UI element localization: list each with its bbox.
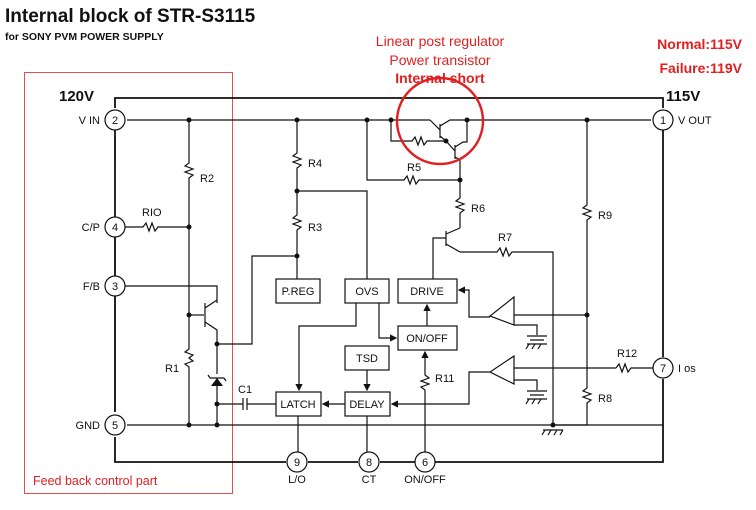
block-drive: DRIVE [397,278,458,304]
junction-dot [186,422,192,428]
resistor-r12: R12 [615,348,653,374]
normal-voltage-status: Normal:115V [657,36,742,52]
pin-5-label: GND [76,420,101,432]
pin-4-label: C/P [82,222,100,234]
feedback-transistor [125,285,218,344]
junction-dot [214,422,220,428]
svg-text:8: 8 [366,457,372,469]
annotation-line-1: Linear post regulator [375,33,505,49]
driver-transistor [432,227,461,279]
resistor-r9: R9 [581,120,612,315]
pin-6-label: ON/OFF [404,474,446,486]
pin-3: 3 F/B [83,275,126,297]
svg-text:DRIVE: DRIVE [410,286,444,298]
svg-text:1: 1 [660,115,666,127]
svg-text:R9: R9 [598,210,612,222]
svg-text:2: 2 [112,115,118,127]
package-outline-top [114,97,664,108]
svg-text:5: 5 [112,420,118,432]
pin-2-label: V IN [79,115,100,127]
overcurrent-amplifier: R12 [390,348,653,408]
feedback-region-label: Feed back control part [33,474,158,488]
svg-text:R4: R4 [308,158,322,170]
svg-text:7: 7 [660,363,666,375]
svg-text:RIO: RIO [142,207,162,219]
resistor-r1 [183,227,195,425]
annotation-line-2: Power transistor [389,52,491,68]
resistor-r8: R8 [553,315,612,426]
svg-text:P.REG: P.REG [282,286,315,298]
zener-diode [207,344,227,425]
svg-text:R11: R11 [435,373,454,385]
pin-8: 8 CT [358,451,380,486]
svg-text:OVS: OVS [355,286,378,298]
svg-text:3: 3 [112,281,118,293]
pin-2: 2 V IN [79,109,126,131]
base-resistor [390,120,446,147]
capacitor-c1: C1 [217,384,276,410]
resistor-r6: R6 [454,180,485,228]
ovs-sense-wire [297,190,368,279]
output-voltage-label: 115V [666,88,701,105]
svg-text:LATCH: LATCH [280,399,315,411]
resistor-r4: R4 [291,120,322,191]
input-voltage-label: 120V [59,88,95,105]
resistor-r7: R7 [460,232,554,425]
ovs-to-onoff [378,303,398,342]
svg-text:R3: R3 [308,222,322,234]
svg-text:R6: R6 [471,203,485,215]
pin-8-label: CT [362,474,377,486]
block-onoff: ON/OFF [397,325,458,351]
resistor-r5: R5 [366,120,460,186]
svg-text:R12: R12 [617,348,637,360]
svg-text:ON/OFF: ON/OFF [406,333,448,345]
svg-text:R7: R7 [498,232,512,244]
junction-dot [186,117,192,123]
pin-1: 1 V OUT [652,109,712,131]
pin-9: 9 L/O [286,451,308,486]
pin-6: 6 ON/OFF [404,451,446,486]
feedback-wire [217,255,297,345]
feedback-region-box [24,72,233,494]
pin-7-label: I os [678,363,696,375]
pin-1-label: V OUT [678,115,712,127]
svg-text:R8: R8 [598,393,612,405]
package-outline-right [431,130,664,463]
block-tsd: TSD [344,345,390,371]
pin-7: 7 I os [652,357,696,379]
resistor-r11: R11 [419,350,454,452]
error-amplifier [457,286,587,350]
pin-9-label: L/O [288,474,306,486]
failure-voltage-status: Failure:119V [659,60,743,76]
block-ovs: OVS [344,278,390,304]
block-delay: DELAY [344,391,391,417]
pin-4: 4 C/P [82,216,126,238]
svg-text:DELAY: DELAY [349,399,385,411]
ground-symbol [541,429,564,436]
svg-text:TSD: TSD [356,353,378,365]
diagram-title: Internal block of STR-S3115 [5,6,256,27]
package-outline-bottom [114,437,419,463]
block-preg: P.REG [275,278,321,304]
resistor-r1-label: R1 [165,363,179,375]
svg-text:C1: C1 [238,384,252,396]
junction-dot [464,117,470,123]
svg-text:9: 9 [294,457,300,469]
svg-text:R2: R2 [200,173,214,185]
resistor-r3: R3 [291,191,322,256]
ovs-to-latch [295,303,357,392]
resistor-r2: R2 [183,120,214,227]
svg-text:6: 6 [422,457,428,469]
svg-text:4: 4 [112,222,118,234]
pin-5: 5 GND [76,414,126,436]
svg-text:R5: R5 [407,162,421,174]
block-latch: LATCH [275,391,322,417]
diagram-subtitle: for SONY PVM POWER SUPPLY [5,31,164,43]
darlington-pass-transistor [429,119,470,180]
resistor-r10: RIO [125,207,189,233]
pin-3-label: F/B [83,281,100,293]
fault-highlight-circle [395,76,485,166]
junction-dot [550,422,556,428]
